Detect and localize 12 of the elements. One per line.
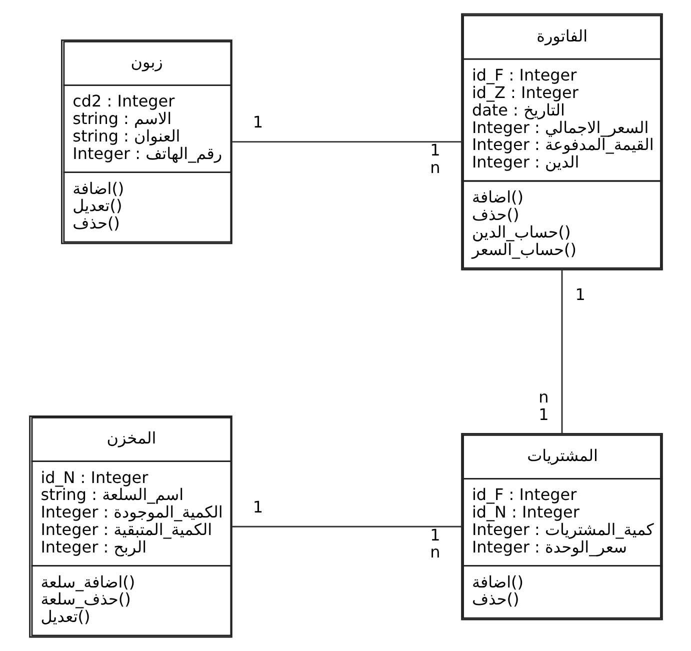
label: n [538,387,548,406]
label: 1 [538,404,548,424]
label: 1 [574,285,585,304]
connector [231,526,461,528]
label: 1 [252,497,263,516]
connector [231,141,461,143]
label: 1 [430,140,440,160]
label: 1 [430,525,440,544]
label: n [430,542,440,562]
connector [560,270,562,434]
label: 1 [252,112,263,132]
label: n [430,158,440,177]
